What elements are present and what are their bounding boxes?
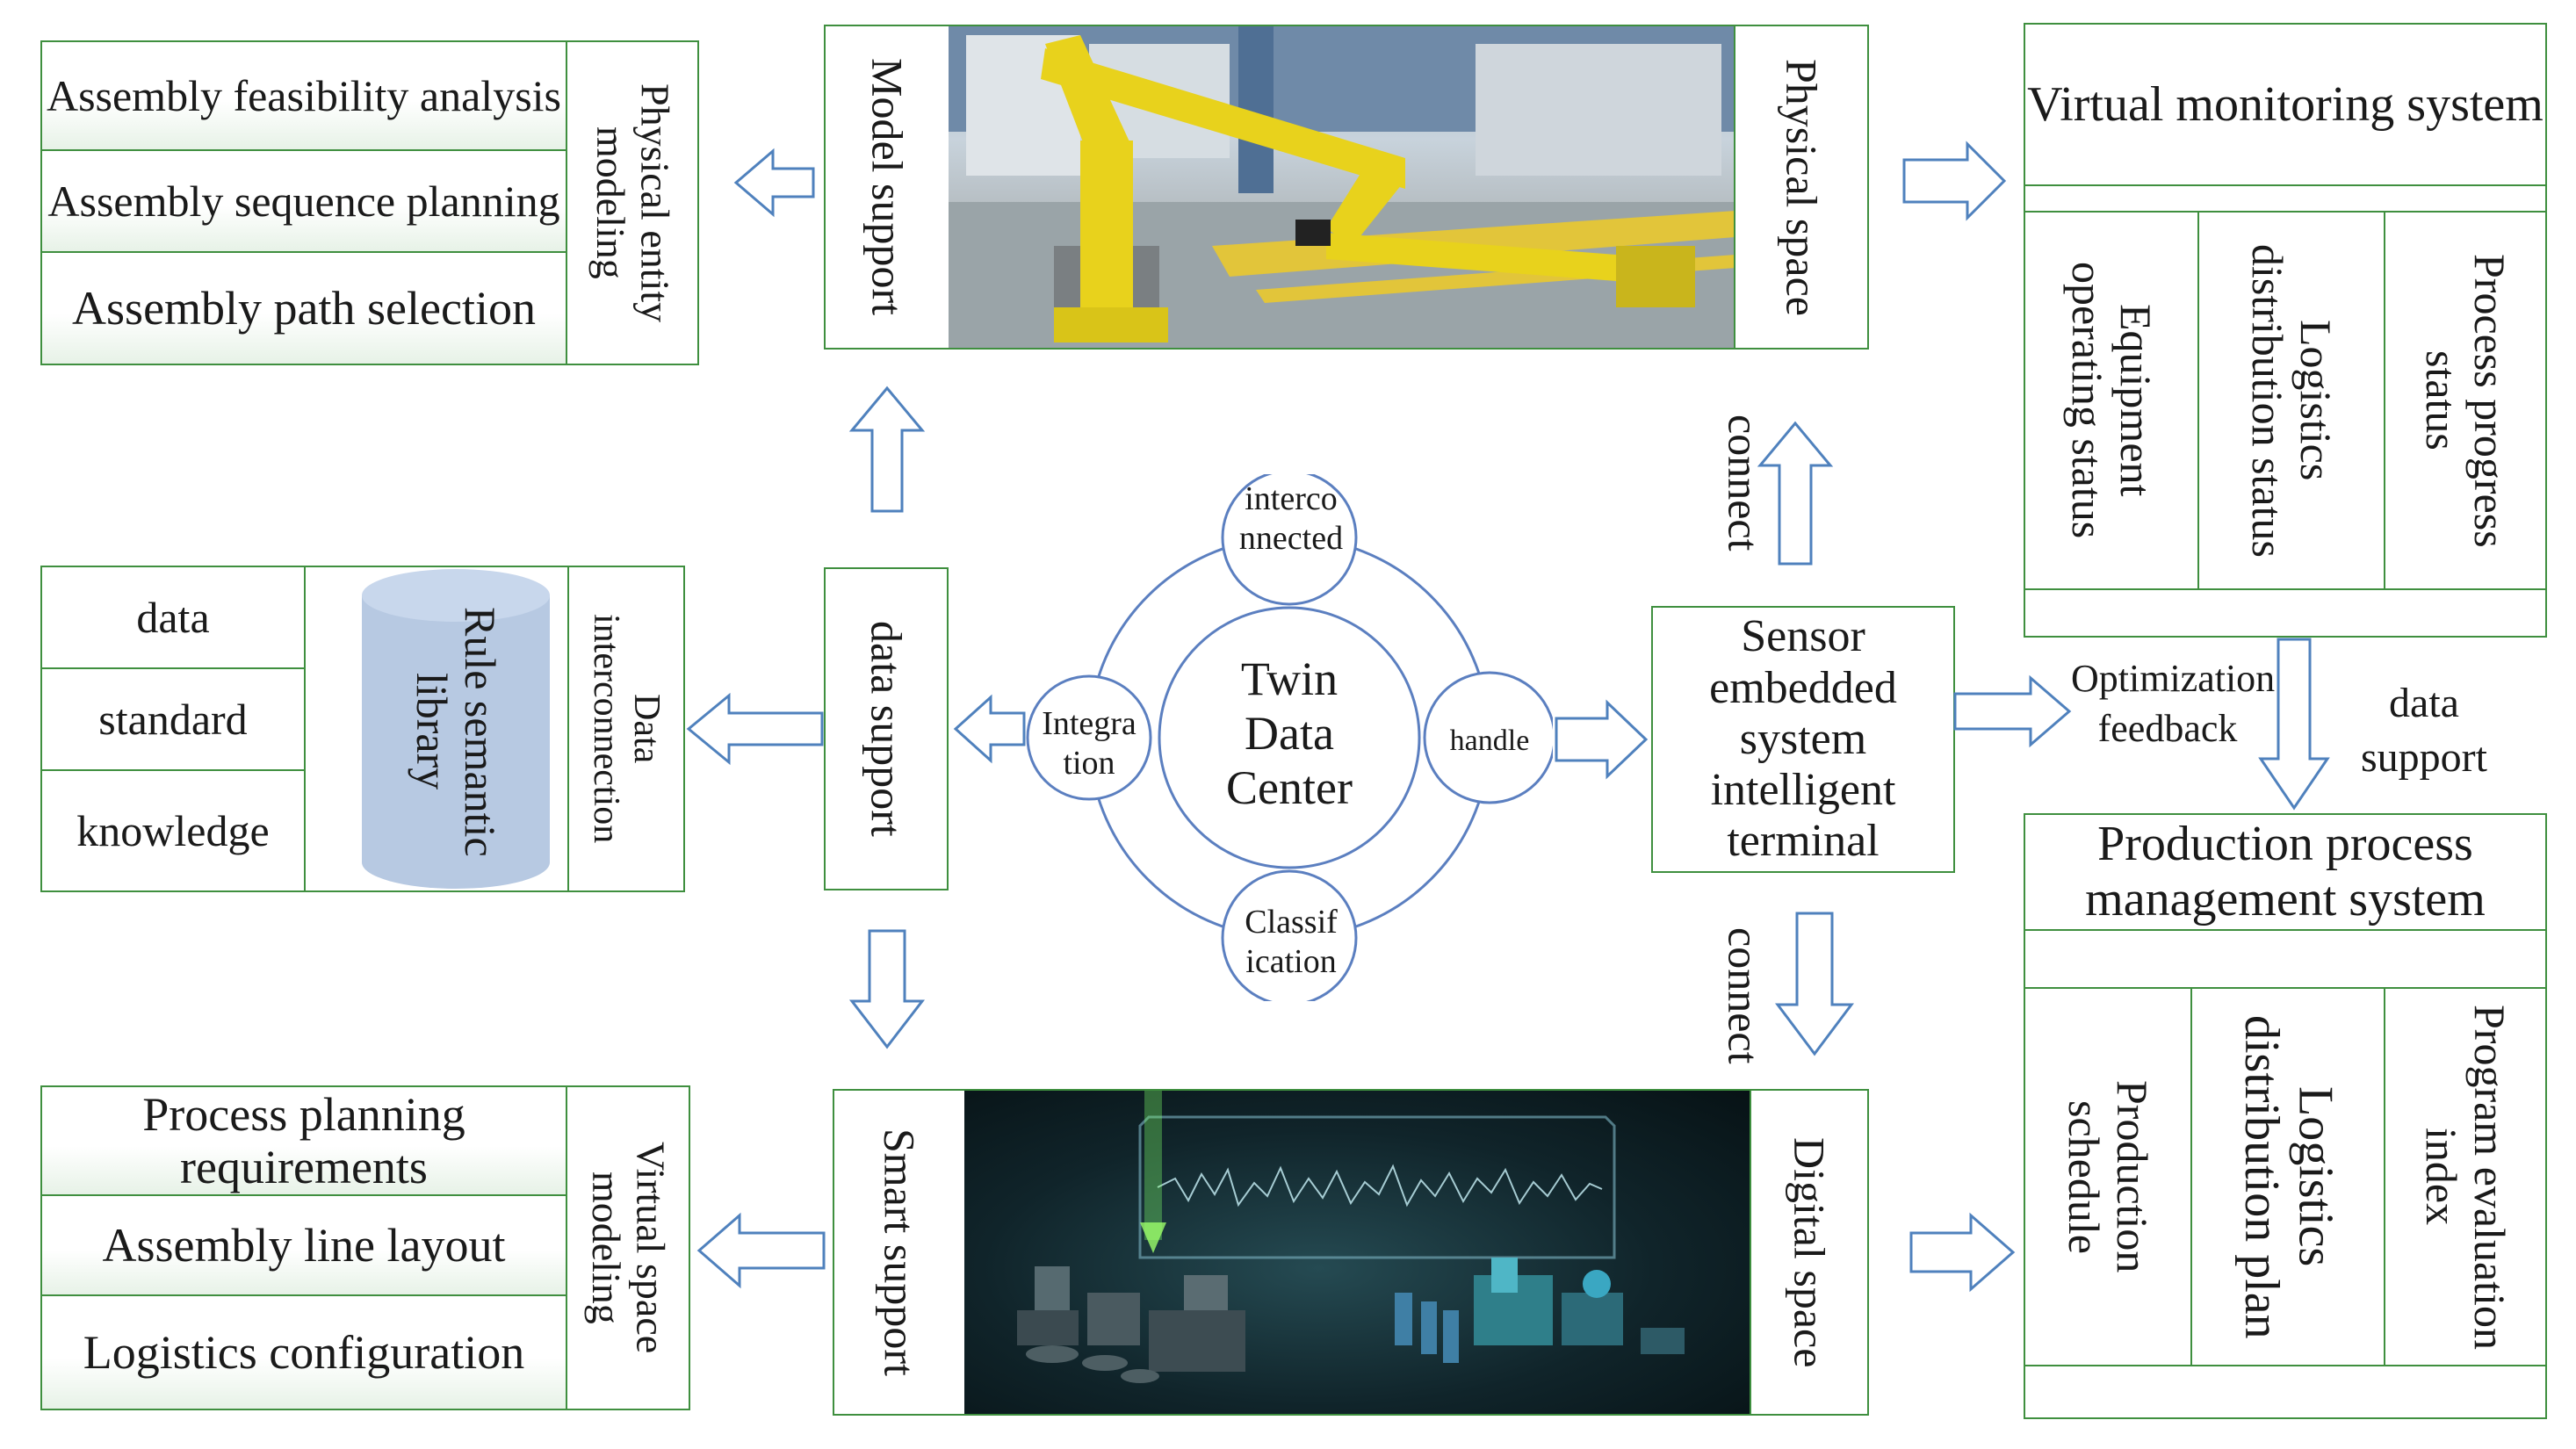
arrow-right-bottom — [1909, 1212, 2016, 1293]
equipment-status-label: Equipment operating status — [2063, 262, 2161, 539]
sensor-terminal-label: Sensor embedded system intelligent termi… — [1709, 611, 1897, 867]
twin-data-center-diagram — [1026, 474, 1553, 1001]
assembly-sequence-label: Assembly sequence planning — [47, 177, 560, 226]
arrow-right-top — [1902, 141, 2007, 221]
robot-arm-illustration — [949, 26, 1735, 348]
classification-node — [1221, 869, 1358, 1001]
program-evaluation-cell: Program evaluation index — [2384, 987, 2547, 1366]
arrow-left-integration — [953, 694, 1026, 764]
assembly-line-label: Assembly line layout — [102, 1218, 506, 1272]
virtual-space-modeling-cell: Virtual space modeling — [566, 1085, 690, 1410]
equipment-status-cell: Equipment operating status — [2024, 211, 2199, 590]
data-interconnection-label: Data interconnection — [586, 614, 667, 844]
integration-node — [1026, 674, 1152, 801]
integration-label: Integration — [1042, 705, 1136, 782]
smart-support-box: Smart support — [833, 1089, 966, 1416]
digital-space-label: Digital space — [1785, 1136, 1835, 1368]
arrow-left-bottom — [696, 1212, 826, 1289]
knowledge-cell: knowledge — [40, 769, 306, 892]
assembly-line-cell: Assembly line layout — [40, 1194, 567, 1296]
assembly-feasibility-cell: Assembly feasibility analysis — [40, 40, 567, 151]
classification-label: Classification — [1245, 904, 1338, 980]
production-schedule-cell: Production schedule — [2024, 987, 2192, 1366]
logistics-plan-cell: Logistics distribution plan — [2190, 987, 2385, 1366]
logistics-plan-label: Logistics distribution plan — [2234, 1014, 2343, 1339]
twin-data-center-label: Twin Data Center — [1226, 652, 1353, 815]
assembly-feasibility-label: Assembly feasibility analysis — [46, 71, 562, 120]
logistics-status-label: Logistics distribution status — [2243, 243, 2341, 558]
arrow-down-connect — [1775, 912, 1854, 1056]
physical-entity-modeling-cell: Physical entity modeling — [566, 40, 699, 365]
standard-cell: standard — [40, 667, 306, 771]
center-circle — [1158, 606, 1421, 869]
rule-semantic-library-cylinder: Rule semantic library — [362, 569, 550, 889]
data-label: data — [136, 593, 210, 642]
handle-node — [1423, 671, 1553, 804]
smart-support-label: Smart support — [875, 1128, 925, 1376]
logistics-configuration-label: Logistics configuration — [83, 1325, 525, 1379]
interconnected-node — [1221, 474, 1358, 606]
data-interconnection-cell: Data interconnection — [567, 566, 685, 892]
connect-bottom-label: connect — [1719, 927, 1769, 1064]
program-evaluation-label: Program evaluation index — [2417, 1004, 2515, 1350]
process-progress-label: Process progress status — [2417, 253, 2515, 548]
process-planning-label: Process planning requirements — [142, 1087, 465, 1193]
handle-label: handle — [1449, 724, 1530, 757]
model-support-label: Model support — [862, 58, 913, 316]
arrow-right-feedback — [1953, 674, 2072, 748]
arrow-left-middle — [686, 692, 824, 766]
virtual-monitoring-title: Virtual monitoring system — [2027, 76, 2544, 132]
physical-space-label: Physical space — [1777, 58, 1827, 316]
model-support-box: Model support — [824, 25, 950, 350]
interconnected-label: interconnected — [1238, 480, 1344, 557]
rule-semantic-library-label: Rule semantic library — [408, 606, 505, 857]
sensor-terminal-box: Sensor embedded system intelligent termi… — [1651, 606, 1955, 873]
process-planning-cell: Process planning requirements — [40, 1085, 567, 1196]
robot-arm-photo — [949, 25, 1735, 350]
physical-space-box: Physical space — [1734, 25, 1869, 350]
logistics-status-cell: Logistics distribution status — [2197, 211, 2385, 590]
arrow-down-center — [848, 929, 926, 1049]
production-title-cell: Production process management system — [2024, 813, 2547, 931]
arrow-up-center — [848, 386, 926, 513]
virtual-space-modeling-label: Virtual space modeling — [584, 1142, 674, 1354]
logistics-configuration-cell: Logistics configuration — [40, 1294, 567, 1410]
arrow-right-handle — [1555, 699, 1649, 780]
virtual-monitoring-title-cell: Virtual monitoring system — [2024, 23, 2547, 186]
assembly-path-cell: Assembly path selection — [40, 251, 567, 365]
cylinder-shape — [362, 569, 550, 889]
knowledge-label: knowledge — [76, 806, 270, 855]
optimization-feedback-label: Optimization feedback — [2071, 657, 2276, 751]
standard-label: standard — [98, 695, 248, 744]
data-support-right-label: data support — [2361, 680, 2487, 782]
physical-entity-modeling-label: Physical entity modeling — [588, 83, 678, 323]
assembly-sequence-cell: Assembly sequence planning — [40, 149, 567, 253]
production-schedule-label: Production schedule — [2060, 1080, 2157, 1273]
production-title: Production process management system — [2085, 817, 2486, 926]
data-support-box: data support — [824, 567, 949, 890]
connect-top-label: connect — [1719, 415, 1769, 551]
assembly-path-label: Assembly path selection — [72, 281, 536, 335]
digital-space-render — [964, 1089, 1751, 1416]
data-cell: data — [40, 566, 306, 669]
digital-twin-illustration — [1017, 1091, 1685, 1383]
arrow-left-top — [733, 148, 815, 218]
digital-space-box: Digital space — [1750, 1089, 1869, 1416]
data-support-label: data support — [862, 621, 912, 837]
process-progress-cell: Process progress status — [2384, 211, 2547, 590]
